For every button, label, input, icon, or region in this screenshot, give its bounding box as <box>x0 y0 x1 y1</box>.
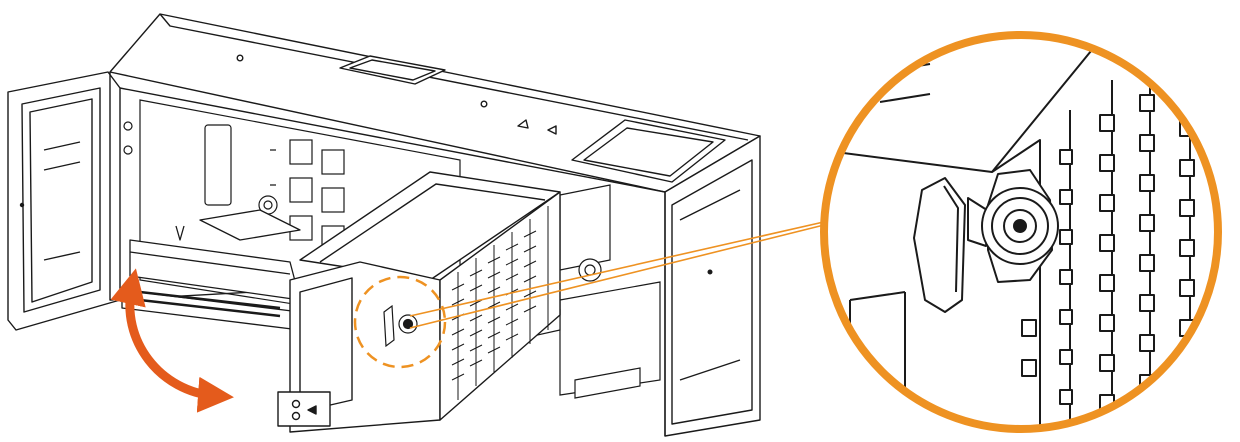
curved-arrow <box>110 268 234 413</box>
chassis-door <box>7 71 121 331</box>
inset-border-ring <box>820 31 1222 433</box>
inset-lock-knob <box>981 169 1059 283</box>
inset-connector-lines <box>409 220 829 329</box>
magnified-inset <box>820 31 1222 433</box>
inset-latch-lever <box>913 177 966 313</box>
drawer-rails <box>121 209 301 331</box>
highlight-dashed-circle <box>353 275 447 369</box>
chassis-body <box>109 13 761 437</box>
unit-lock-knob <box>383 304 418 348</box>
unit-port-columns <box>451 206 549 400</box>
